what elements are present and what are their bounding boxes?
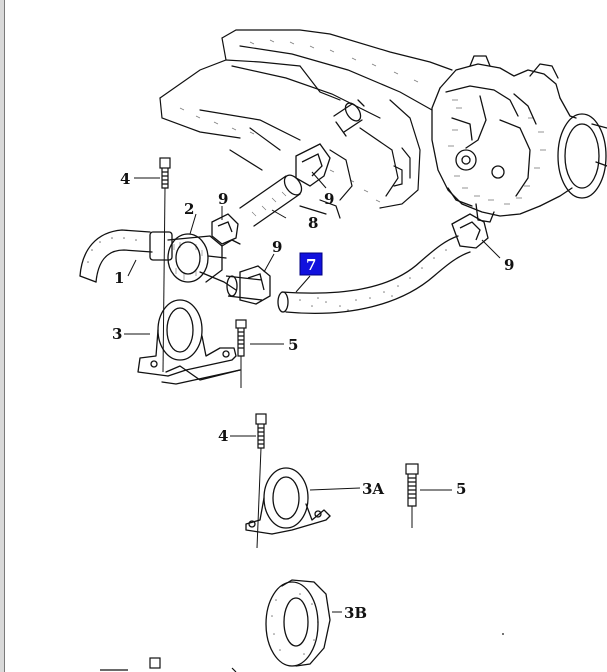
throttle-body-hatching <box>448 99 546 205</box>
valve-2 <box>149 231 241 291</box>
callout-1[interactable]: 1 <box>114 269 124 287</box>
hose-7 <box>277 235 471 315</box>
hose-7-texture <box>299 249 447 311</box>
bolt-bottom-partial <box>100 657 237 672</box>
hose-clamp-left-lower <box>239 265 271 305</box>
bracket-3a <box>245 467 331 535</box>
callout-labels: 4 2 1 3 9 8 9 9 9 5 4 3A 5 3B 7 <box>112 170 514 622</box>
hose-1 <box>79 229 153 283</box>
hose-1-texture <box>87 237 137 263</box>
stray-mark <box>502 633 504 635</box>
bolt-4-top <box>159 157 171 373</box>
hose-clamp-right <box>451 213 489 249</box>
callout-5-mid[interactable]: 5 <box>456 480 466 498</box>
callout-9-left-lower[interactable]: 9 <box>272 238 282 256</box>
valve-2-shading <box>173 242 203 280</box>
callout-4-top[interactable]: 4 <box>120 170 130 188</box>
callout-3a[interactable]: 3A <box>362 480 384 498</box>
callout-3[interactable]: 3 <box>112 325 122 343</box>
leader-lines <box>124 171 501 613</box>
throttle-body <box>431 55 607 223</box>
pipe-8-shading <box>251 191 287 217</box>
frame-border <box>0 0 4 672</box>
pipe-8 <box>239 99 365 227</box>
manifold-shading <box>179 39 419 203</box>
callout-9-right[interactable]: 9 <box>504 256 514 274</box>
callout-4-mid[interactable]: 4 <box>218 427 228 445</box>
frame-border-line <box>4 0 5 672</box>
connector-lower <box>225 275 263 301</box>
bolt-5-mid <box>405 463 419 528</box>
callout-7-highlight <box>299 252 323 276</box>
bracket-3 <box>137 299 241 385</box>
callout-3b[interactable]: 3B <box>344 604 367 622</box>
callout-9-upper-center[interactable]: 9 <box>324 190 334 208</box>
callout-8[interactable]: 8 <box>308 214 318 232</box>
callout-2[interactable]: 2 <box>184 200 194 218</box>
callout-7-selected[interactable]: 7 <box>306 256 316 274</box>
callout-9-left-upper[interactable]: 9 <box>218 190 228 208</box>
hose-clamp-left-upper <box>211 213 239 245</box>
mount-3b-texture <box>271 593 319 655</box>
callout-5-top[interactable]: 5 <box>288 336 298 354</box>
mount-3b <box>265 579 331 667</box>
bolt-5-top <box>235 319 247 388</box>
hose-clamp-upper <box>295 143 331 187</box>
bolt-4-mid <box>255 413 267 549</box>
intake-manifold <box>159 29 453 219</box>
